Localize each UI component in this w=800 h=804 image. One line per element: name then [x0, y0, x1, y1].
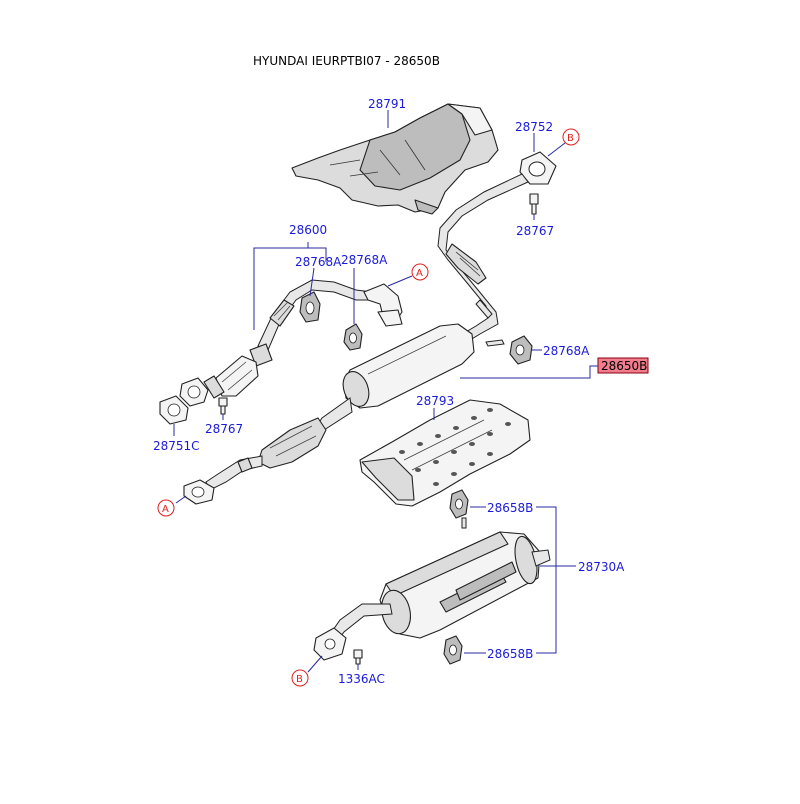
label-28768A-right[interactable]: 28768A [543, 344, 590, 358]
label-28600[interactable]: 28600 [289, 223, 327, 237]
ref-b-top-circle [562, 128, 580, 146]
ref-b-bottom: B [296, 674, 303, 685]
label-1336AC[interactable]: 1336AC [338, 672, 385, 686]
hanger-28768A-left[interactable] [299, 291, 321, 323]
hanger-28658B-top[interactable] [449, 489, 469, 529]
leader-ref-b-bottom [307, 655, 323, 673]
gasket-28751C[interactable] [159, 377, 209, 425]
nut-1336AC[interactable] [353, 649, 363, 665]
ref-b-bottom-circle [291, 669, 309, 687]
ref-a-bottom: A [162, 504, 169, 515]
rear-muffler-28730A[interactable] [313, 531, 551, 661]
label-28767-left[interactable]: 28767 [205, 422, 243, 436]
label-28751C[interactable]: 28751C [153, 439, 200, 453]
leader-28730A-bracket [536, 506, 557, 654]
leader-28768A-left [309, 267, 315, 297]
center-muffler-28650B[interactable] [183, 323, 475, 505]
leader-28650B [460, 365, 598, 379]
label-28752[interactable]: 28752 [515, 120, 553, 134]
leader-ref-a-top [387, 275, 413, 287]
bolt-28767-left[interactable] [218, 397, 228, 415]
leader-28600 [253, 247, 327, 330]
ref-b-top: B [567, 133, 574, 144]
label-28730A[interactable]: 28730A [578, 560, 625, 574]
label-28768A-left[interactable]: 28768A [295, 255, 342, 269]
hanger-28768A-right[interactable] [485, 335, 533, 365]
leader-ref-b-top [547, 142, 566, 157]
label-28658B-top[interactable]: 28658B [487, 501, 533, 515]
diagram-title: HYUNDAI IEURPTBI07 - 28650B [253, 54, 440, 68]
leader-ref-a-bottom [175, 495, 187, 504]
front-pipe-28600[interactable] [203, 279, 403, 399]
gasket-28752[interactable] [519, 151, 557, 185]
ref-a-top: A [416, 268, 423, 279]
highlight-28650B [597, 357, 649, 374]
hanger-28658B-bottom[interactable] [443, 635, 463, 665]
heat-shield-upper[interactable] [291, 103, 499, 215]
label-28793[interactable]: 28793 [416, 394, 454, 408]
bolt-28767-top[interactable] [529, 193, 539, 215]
hanger-28768A-middle[interactable] [343, 323, 363, 351]
label-28768A-middle[interactable]: 28768A [341, 253, 388, 267]
label-28658B-bottom[interactable]: 28658B [487, 647, 533, 661]
label-28767-top[interactable]: 28767 [516, 224, 554, 238]
label-28650B[interactable]: 28650B [601, 359, 647, 373]
center-pipe[interactable] [437, 173, 529, 341]
ref-a-bottom-circle [157, 499, 175, 517]
ref-a-top-circle [411, 263, 429, 281]
heat-shield-lower-28793[interactable] [359, 399, 531, 507]
label-28791[interactable]: 28791 [368, 97, 406, 111]
